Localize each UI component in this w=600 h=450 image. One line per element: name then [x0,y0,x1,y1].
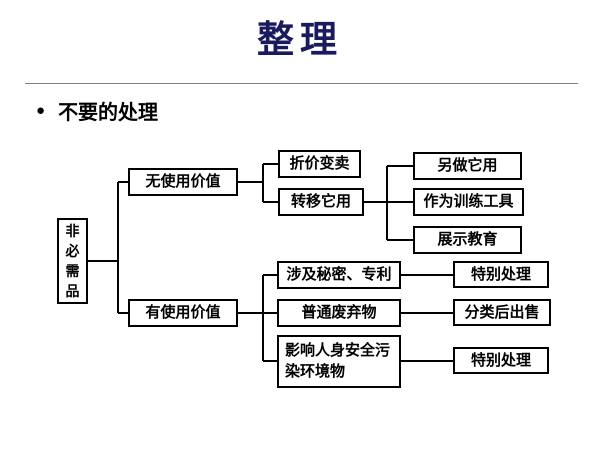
node-no-use-value-label: 无使用价值 [145,173,221,190]
node-other-use-label: 另做它用 [437,157,498,174]
node-ordinary-waste: 普通废弃物 [277,299,401,327]
node-has-use-value: 有使用价值 [128,299,238,327]
node-special-handling-1-label: 特别处理 [470,265,531,283]
node-root-label: 非必需品 [65,223,80,299]
node-secrets-patents-label: 涉及秘密、专利 [286,266,392,283]
node-discount-sale-label: 折价变卖 [289,155,350,172]
node-training-tool-label: 作为训练工具 [423,193,514,210]
node-display-education: 展示教育 [413,226,522,254]
node-root: 非必需品 [57,218,88,304]
node-discount-sale: 折价变卖 [278,150,361,178]
connector-nouse-to-children [238,163,278,203]
node-secrets-patents: 涉及秘密、专利 [277,261,401,289]
node-has-use-value-label: 有使用价值 [145,304,221,321]
connector-hasuse-to-children [238,274,277,362]
node-transfer-use-label: 转移它用 [290,193,351,210]
node-no-use-value: 无使用价值 [128,168,238,196]
bullet-icon: ● [36,102,46,119]
bullet-item: ● 不要的处理 [36,98,159,124]
node-safety-pollution: 影响人身安全污染环境物 [277,335,401,388]
node-special-handling-1: 特别处理 [453,261,549,288]
node-safety-pollution-label: 影响人身安全污染环境物 [285,342,391,380]
title-divider [25,83,578,84]
page-title: 整理 [257,19,343,60]
node-sorted-sale-label: 分类后出售 [464,303,540,321]
node-other-use: 另做它用 [413,152,522,180]
bullet-item-label: 不要的处理 [58,102,159,124]
node-ordinary-waste-label: 普通废弃物 [301,304,377,321]
node-transfer-use: 转移它用 [278,188,364,216]
node-sorted-sale: 分类后出售 [453,299,551,326]
node-special-handling-2: 特别处理 [453,347,549,374]
node-display-education-label: 展示教育 [437,231,498,248]
connector-transfer-to-children [364,165,413,241]
connector-root-to-branches [88,181,128,314]
node-training-tool: 作为训练工具 [413,188,524,216]
node-special-handling-2-label: 特别处理 [470,351,531,369]
